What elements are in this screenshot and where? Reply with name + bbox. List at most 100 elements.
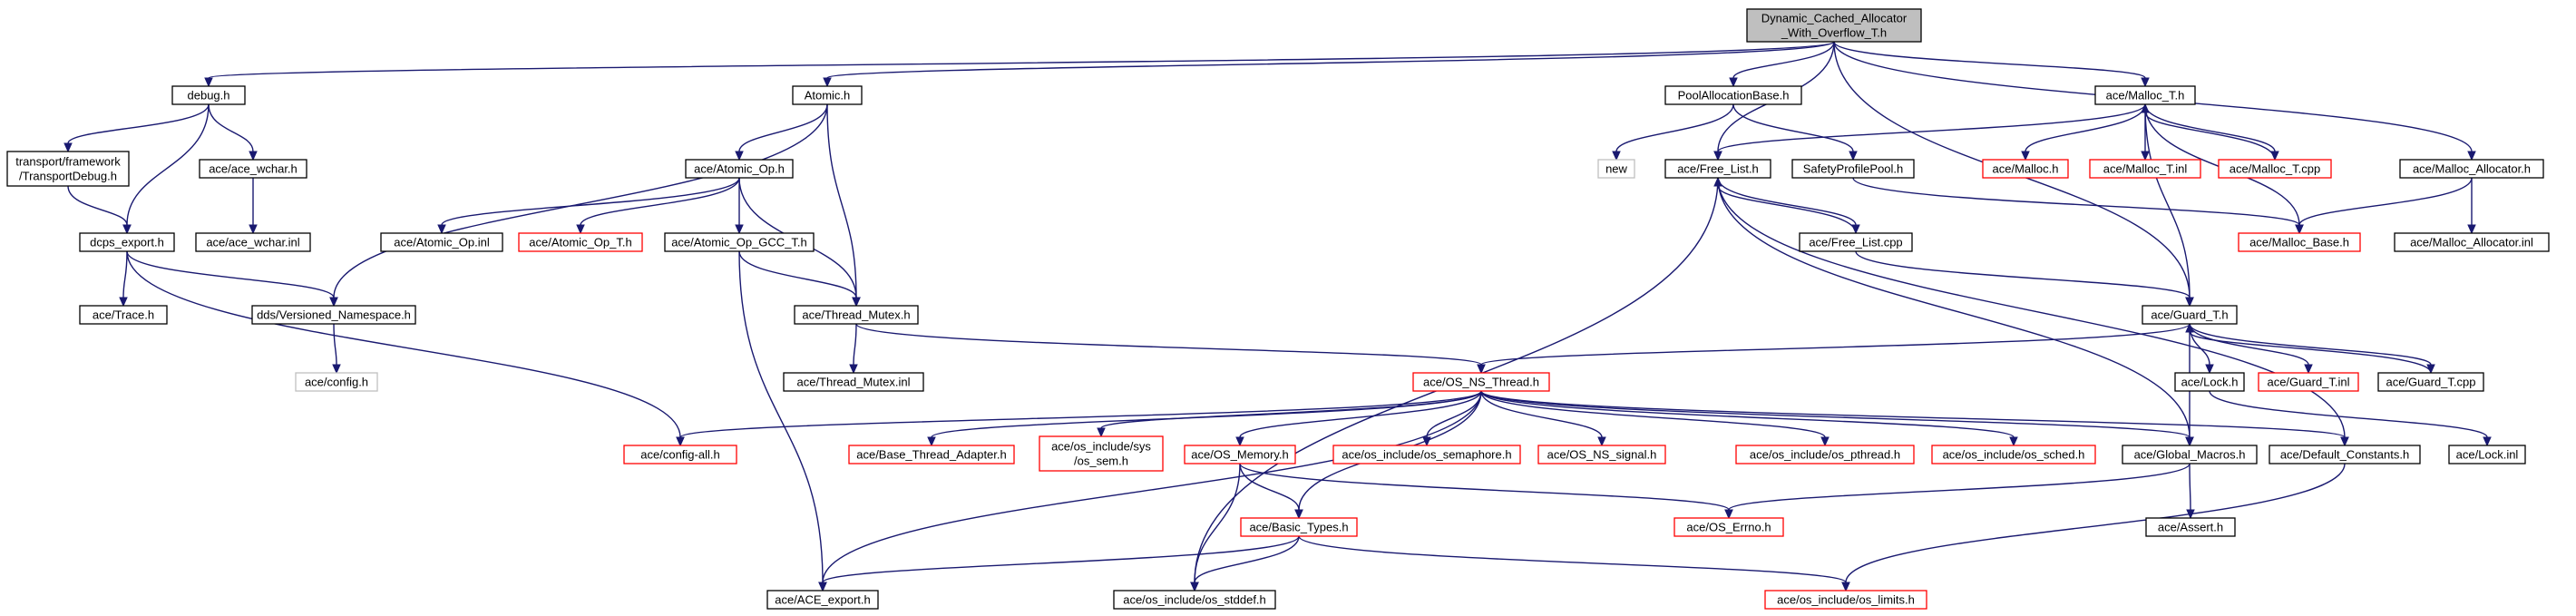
node-os-sem[interactable]: ace/os_include/sys/os_sem.h: [1039, 435, 1164, 472]
edge-line: [1833, 41, 2146, 79]
node-ace-export[interactable]: ace/ACE_export.h: [766, 590, 879, 610]
node-os-semaphore[interactable]: ace/os_include/os_semaphore.h: [1332, 445, 1521, 464]
edge-malloc-t-h-to-malloc-h: [2021, 103, 2146, 161]
edge-lock-h-to-lock-inl: [2209, 390, 2492, 447]
node-guard-t-cpp[interactable]: ace/Guard_T.cpp: [2377, 372, 2484, 392]
node-label: ace/Trace.h: [93, 308, 154, 322]
edge-arrowhead: [735, 224, 744, 235]
node-malloc-t-cpp[interactable]: ace/Malloc_T.cpp: [2218, 159, 2332, 179]
node-global-macros[interactable]: ace/Global_Macros.h: [2122, 445, 2258, 464]
edge-line: [1480, 323, 2191, 366]
node-os-errno[interactable]: ace/OS_Errno.h: [1673, 517, 1784, 537]
node-os-ns-signal[interactable]: ace/OS_NS_signal.h: [1537, 445, 1666, 464]
edge-os-ns-thread-to-os-pthread: [1480, 390, 1830, 447]
node-guard-t-h[interactable]: ace/Guard_T.h: [2142, 305, 2238, 325]
node-thread-mutex-h[interactable]: ace/Thread_Mutex.h: [794, 305, 919, 325]
node-ace-wchar-h[interactable]: ace/ace_wchar.h: [199, 159, 307, 179]
node-label: ace/Basic_Types.h: [1249, 521, 1348, 534]
edge-line: [738, 250, 824, 583]
node-malloc-base[interactable]: ace/Malloc_Base.h: [2238, 232, 2361, 252]
node-box: [794, 305, 919, 325]
node-thread-mutex-inl[interactable]: ace/Thread_Mutex.inl: [783, 372, 924, 392]
node-ace-assert[interactable]: ace/Assert.h: [2145, 517, 2236, 537]
node-label: ace/Guard_T.cpp: [2386, 376, 2475, 389]
node-safety-pool[interactable]: SafetyProfilePool.h: [1791, 159, 1915, 179]
node-malloc-allocator-inl[interactable]: ace/Malloc_Allocator.inl: [2394, 232, 2550, 252]
edge-line: [1615, 103, 1734, 152]
edge-poolalloc-to-new: [1612, 103, 1734, 161]
node-box: [2377, 372, 2484, 392]
edge-line: [1852, 177, 2300, 226]
node-label: SafetyProfilePool.h: [1803, 162, 1904, 176]
node-malloc-t-inl[interactable]: ace/Malloc_T.inl: [2089, 159, 2201, 179]
node-default-constants[interactable]: ace/Default_Constants.h: [2269, 445, 2421, 464]
node-label: Atomic.h: [805, 89, 851, 103]
node-free-list-h[interactable]: ace/Free_List.h: [1664, 159, 1771, 179]
edge-line: [1480, 390, 1826, 438]
node-label: ace/Assert.h: [2158, 521, 2223, 534]
node-label: ace/Free_List.h: [1677, 162, 1759, 176]
node-label: ace/config-all.h: [640, 448, 719, 462]
node-label: ace/Malloc.h: [1993, 162, 2059, 176]
node-dcps-export[interactable]: dcps_export.h: [79, 232, 175, 252]
edge-thread-mutex-h-to-os-ns-thread: [855, 323, 1486, 375]
edge-atomic-op-gcc-to-thread-mutex-h: [738, 250, 861, 308]
node-new[interactable]: new: [1597, 159, 1635, 179]
node-label: ace/os_include/os_sched.h: [1943, 448, 2085, 462]
node-os-memory[interactable]: ace/OS_Memory.h: [1184, 445, 1296, 464]
node-transport-debug[interactable]: transport/framework/TransportDebug.h: [6, 151, 130, 187]
node-label: ace/os_include/os_pthread.h: [1750, 448, 1900, 462]
edge-arrowhead: [2141, 77, 2150, 88]
node-label: ace/ace_wchar.h: [209, 162, 298, 176]
node-os-sched[interactable]: ace/os_include/os_sched.h: [1931, 445, 2096, 464]
node-box: [2238, 232, 2361, 252]
node-debug-h[interactable]: debug.h: [171, 85, 246, 105]
edge-arrowhead: [2141, 151, 2150, 161]
edge-basic-types-to-os-stddef: [1190, 535, 1300, 592]
edge-line: [931, 390, 1482, 438]
node-os-ns-thread[interactable]: ace/OS_NS_Thread.h: [1412, 372, 1550, 392]
node-malloc-h[interactable]: ace/Malloc.h: [1982, 159, 2069, 179]
node-poolalloc[interactable]: PoolAllocationBase.h: [1664, 85, 1802, 105]
node-basic-types[interactable]: ace/Basic_Types.h: [1240, 517, 1358, 537]
node-malloc-allocator-h[interactable]: ace/Malloc_Allocator.h: [2399, 159, 2544, 179]
node-ace-config[interactable]: ace/config.h: [295, 372, 378, 392]
node-os-stddef[interactable]: ace/os_include/os_stddef.h: [1113, 590, 1276, 610]
node-trace-h[interactable]: ace/Trace.h: [79, 305, 168, 325]
node-label: ace/Atomic_Op.h: [694, 162, 785, 176]
edge-arrowhead: [249, 151, 258, 161]
node-ace-wchar-inl[interactable]: ace/ace_wchar.inl: [195, 232, 311, 252]
node-guard-t-inl[interactable]: ace/Guard_T.inl: [2258, 372, 2359, 392]
node-atomic-op-t-h[interactable]: ace/Atomic_Op_T.h: [518, 232, 643, 252]
node-box: [2399, 159, 2544, 179]
node-box: [79, 305, 168, 325]
node-lock-h[interactable]: ace/Lock.h: [2174, 372, 2245, 392]
edge-arrowhead: [2185, 436, 2194, 447]
node-config-all[interactable]: ace/config-all.h: [623, 445, 737, 464]
edge-arrowhead: [1841, 582, 1850, 592]
node-base-thread-adapter[interactable]: ace/Base_Thread_Adapter.h: [848, 445, 1015, 464]
node-atomic-op-gcc[interactable]: ace/Atomic_Op_GCC_T.h: [664, 232, 815, 252]
edge-line: [1298, 535, 1847, 583]
edge-arrowhead: [1724, 509, 1733, 520]
node-os-pthread[interactable]: ace/os_include/os_pthread.h: [1735, 445, 1915, 464]
edge-arrowhead: [2304, 364, 2313, 375]
node-atomic-op-h[interactable]: ace/Atomic_Op.h: [685, 159, 794, 179]
edge-dcps-export-to-versioned-ns: [126, 250, 338, 308]
node-os-limits[interactable]: ace/os_include/os_limits.h: [1764, 590, 1927, 610]
edge-root-to-atomic-h: [823, 41, 1835, 88]
edge-line: [122, 250, 128, 298]
node-malloc-t-h[interactable]: ace/Malloc_T.h: [2094, 85, 2196, 105]
edge-transport-debug-to-dcps-export: [67, 185, 132, 235]
node-atomic-h[interactable]: Atomic.h: [792, 85, 863, 105]
node-label: ace/Atomic_Op_T.h: [529, 236, 631, 249]
edge-line: [679, 390, 1482, 438]
edge-dcps-export-to-trace-h: [119, 250, 128, 308]
node-lock-inl[interactable]: ace/Lock.inl: [2448, 445, 2526, 464]
node-versioned-ns[interactable]: dds/Versioned_Namespace.h: [251, 305, 416, 325]
edge-arrowhead: [927, 436, 936, 447]
edge-atomic-op-gcc-to-ace-export: [738, 250, 827, 592]
node-free-list-cpp[interactable]: ace/Free_List.cpp: [1799, 232, 1913, 252]
node-root[interactable]: Dynamic_Cached_Allocator_With_Overflow_T…: [1746, 8, 1922, 43]
node-atomic-op-inl[interactable]: ace/Atomic_Op.inl: [380, 232, 503, 252]
